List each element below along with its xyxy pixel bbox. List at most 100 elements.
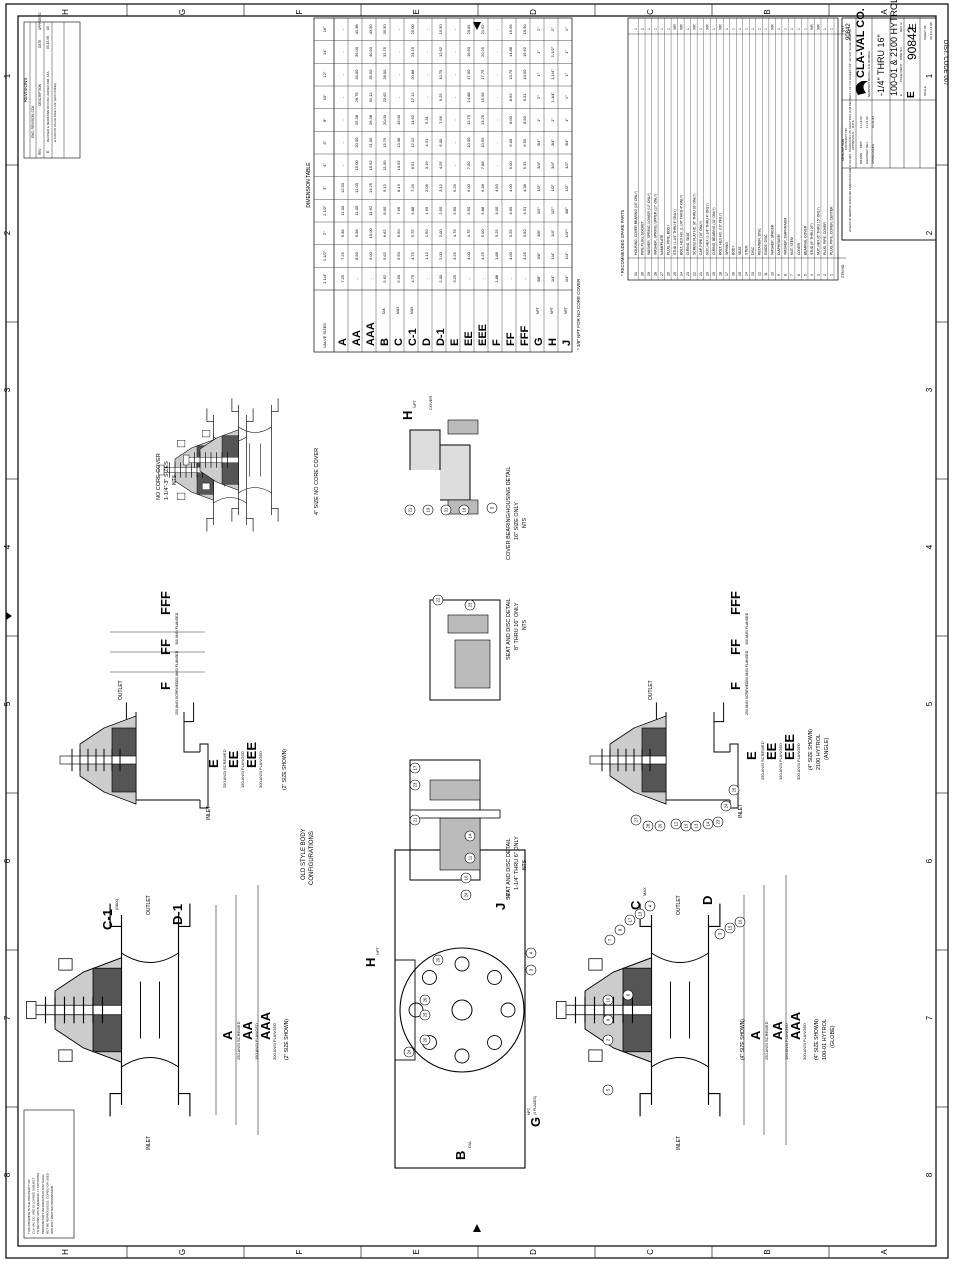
part-description: WASHER, SPRING, UPPER (10" ONLY) xyxy=(653,194,657,255)
part-description: GUIDE, DISC xyxy=(764,234,768,255)
zone-letter-top: E xyxy=(412,9,421,14)
table-cell: 3/8" xyxy=(536,275,541,283)
balloon-icon xyxy=(728,784,740,796)
table-cell: - xyxy=(340,73,345,75)
table-cell: - xyxy=(424,277,429,279)
table-cell: 3.25 xyxy=(508,229,513,238)
table-cell: 7.25 xyxy=(410,183,415,192)
balloon-icon xyxy=(690,820,702,832)
table-cell: 1/2" xyxy=(564,161,569,169)
cover-outline xyxy=(399,947,525,1073)
table-cell: 3/4" xyxy=(536,161,541,169)
part-description: DISC xyxy=(751,246,755,255)
balloon-number: 5 xyxy=(606,1088,611,1091)
part-qty: 1 xyxy=(745,28,749,30)
part-number: 8 xyxy=(784,274,788,276)
table-header: 8" xyxy=(322,118,327,122)
table-cell: - xyxy=(452,141,457,143)
valve-body-outline xyxy=(231,398,279,522)
part-description: SEAT xyxy=(738,246,742,255)
table-cell: 2.50 xyxy=(438,206,443,215)
zone-number-right: 1 xyxy=(925,73,934,78)
table-cell: - xyxy=(480,277,485,279)
drawing-title: 100-01 & 2100 HYTROL xyxy=(889,0,899,96)
balloon-icon xyxy=(460,889,472,901)
table-cell: 10.50 xyxy=(480,137,485,148)
table-cell: 5.50 xyxy=(396,251,401,260)
table-row-label: FF xyxy=(505,332,517,346)
balloon-icon xyxy=(419,1034,431,1046)
table-cell: 5.88 xyxy=(480,206,485,215)
part-number: 2 xyxy=(823,274,827,276)
balloon-number: 23 xyxy=(716,819,721,824)
table-cell: 12.75 xyxy=(466,114,471,125)
valve-body-outline xyxy=(655,702,739,809)
center-arrow-bottom xyxy=(473,1224,481,1232)
balloon-number: 7 xyxy=(608,938,613,941)
table-cell: 3/4" xyxy=(564,139,569,147)
table-row-label: AA xyxy=(351,330,363,346)
part-description: O-RING, BEARING (16" ONLY) xyxy=(712,208,716,256)
view-caption: NTS xyxy=(522,517,528,528)
part-qty: X/R xyxy=(816,24,820,30)
revision-title: REVISIONS xyxy=(23,78,28,103)
dim-fff-sublabel: 300 ANSI FLANGED xyxy=(175,612,179,645)
part-description: STUD (1-1/4" THRU 4" ONLY) xyxy=(673,209,677,255)
table-row-sublabel: NPT xyxy=(536,307,540,314)
stem-section xyxy=(409,809,501,819)
table-header: 2 1/2" xyxy=(322,205,327,216)
part-description: SCREW, FLAT HD. (8" THRU 16" ONLY) xyxy=(693,193,697,255)
part-number: 3 xyxy=(816,274,820,276)
center-arrow-left xyxy=(6,612,12,620)
balloon-icon xyxy=(602,1084,614,1096)
balloon-number: 26 xyxy=(658,823,663,828)
table-cell: 6.38 xyxy=(480,183,485,192)
part-description: COVER xyxy=(797,242,801,255)
balloon-icon xyxy=(403,1046,415,1058)
dim-b-label: B xyxy=(453,1151,468,1160)
cover-plug xyxy=(158,464,165,476)
part-number: 5 xyxy=(803,274,807,276)
dim-g-label: G xyxy=(528,1117,543,1127)
balloon-icon xyxy=(419,1009,431,1021)
balloon-icon xyxy=(622,989,634,1001)
table-cell: 4.00 xyxy=(508,183,513,192)
table-row-label: A xyxy=(337,338,349,346)
table-cell: - xyxy=(424,28,429,30)
part-description: PIPE PLUG, SOCKET xyxy=(640,221,644,255)
table-cell: 15.75 xyxy=(382,137,387,148)
view-caption: 1-1/4"-3" SIZES xyxy=(164,461,170,500)
table-cell: 15.50 xyxy=(438,24,443,35)
revision-header: DESCRIPTION xyxy=(38,83,42,105)
balloon-number: 24 xyxy=(407,1049,412,1054)
view-caption: SEAT AND DISC DETAIL xyxy=(506,838,512,900)
view-caption: 2100 HYTROL xyxy=(816,734,822,770)
balloon-icon xyxy=(460,872,472,884)
part-qty: 1 xyxy=(686,28,690,30)
zone-letter-bottom: G xyxy=(178,1249,187,1255)
valve-stem xyxy=(560,1004,652,1016)
zone-number-left: 4 xyxy=(3,544,12,549)
part-qty: 1 xyxy=(790,28,794,30)
seat-outline xyxy=(409,759,481,881)
table-cell: 3.12 xyxy=(438,183,443,192)
table-cell: 6.50 xyxy=(396,229,401,238)
table-cell: 10.00 xyxy=(368,228,373,239)
table-row-label: J xyxy=(561,340,573,346)
balloon-icon xyxy=(602,1014,614,1026)
table-cell: 34.00 xyxy=(354,69,359,80)
table-cell: 1" xyxy=(564,72,569,76)
table-cell: 1/2" xyxy=(550,184,555,192)
part-qty: 1 xyxy=(803,28,807,30)
balloon-number: 10 xyxy=(464,875,469,880)
table-cell: 14.88 xyxy=(508,46,513,57)
table-cell: - xyxy=(494,28,499,30)
part-description: RETAINER, DISC xyxy=(758,228,762,255)
table-cell: 1/4" xyxy=(564,275,569,283)
part-qty: 1 xyxy=(764,28,768,30)
part-qty: 1 xyxy=(725,28,729,30)
table-cell: - xyxy=(424,73,429,75)
zone-letter-top: F xyxy=(295,9,304,14)
table-cell: 4.75 xyxy=(410,274,415,283)
